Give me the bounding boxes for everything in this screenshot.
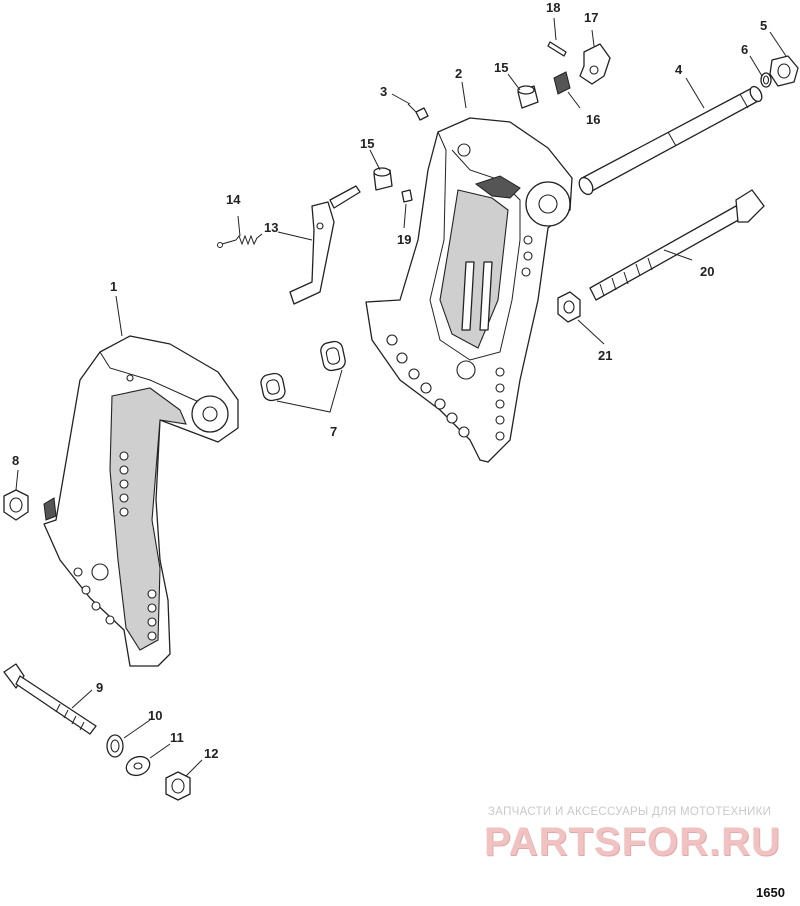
callout-labels: 1 2 3 4 5 6 7 8 9 10 11 12 13 14 15 15 1… <box>12 0 767 761</box>
part-1-left-bracket <box>43 335 239 667</box>
part-15-bushing-lower <box>373 167 393 191</box>
callout-10: 10 <box>148 708 162 723</box>
part-5-nut <box>769 55 799 87</box>
part-18-pin <box>547 41 567 57</box>
callout-21: 21 <box>598 348 612 363</box>
callout-11: 11 <box>170 730 184 745</box>
callout-19: 19 <box>397 232 411 247</box>
leader-lines <box>15 17 787 777</box>
callout-15-upper: 15 <box>494 60 508 75</box>
part-15-bushing-upper <box>517 85 539 109</box>
part-16-spring <box>553 71 571 95</box>
callout-4: 4 <box>675 62 683 77</box>
part-4-tilt-tube <box>578 85 763 196</box>
part-17-latch <box>579 43 611 85</box>
callout-7: 7 <box>330 424 337 439</box>
callout-15-lower: 15 <box>360 136 374 151</box>
callout-12: 12 <box>204 746 218 761</box>
part-13-lever <box>289 185 361 305</box>
callout-13: 13 <box>264 220 278 235</box>
callout-6: 6 <box>741 42 748 57</box>
part-3-screw <box>407 103 429 121</box>
part-9-bolt <box>3 663 97 735</box>
part-7-washers <box>260 340 346 402</box>
watermark-logo: PARTSFOR.RU <box>484 820 781 864</box>
part-8-nut <box>3 489 29 521</box>
part-10-washer <box>106 734 124 758</box>
part-14-spring <box>217 233 263 248</box>
callout-14: 14 <box>226 192 241 207</box>
part-19-pin <box>401 189 413 203</box>
part-21-nut <box>557 291 581 323</box>
part-20-bolt <box>589 189 765 301</box>
part-6-ring <box>760 72 772 88</box>
callout-3: 3 <box>380 84 387 99</box>
callout-2: 2 <box>455 66 462 81</box>
part-12-nut <box>165 771 191 801</box>
callout-18: 18 <box>546 0 560 15</box>
callout-5: 5 <box>760 18 767 33</box>
callout-1: 1 <box>110 279 117 294</box>
callout-8: 8 <box>12 453 19 468</box>
figure-number: 1650 <box>756 885 785 900</box>
callout-17: 17 <box>584 10 598 25</box>
watermark-tagline: ЗАПЧАСТИ И АКСЕССУАРЫ ДЛЯ МОТОТЕХНИКИ <box>488 806 772 818</box>
callout-16: 16 <box>586 112 600 127</box>
callout-9: 9 <box>96 680 103 695</box>
part-2-right-bracket <box>365 117 573 463</box>
part-11-washer <box>125 755 151 777</box>
callout-20: 20 <box>700 264 714 279</box>
